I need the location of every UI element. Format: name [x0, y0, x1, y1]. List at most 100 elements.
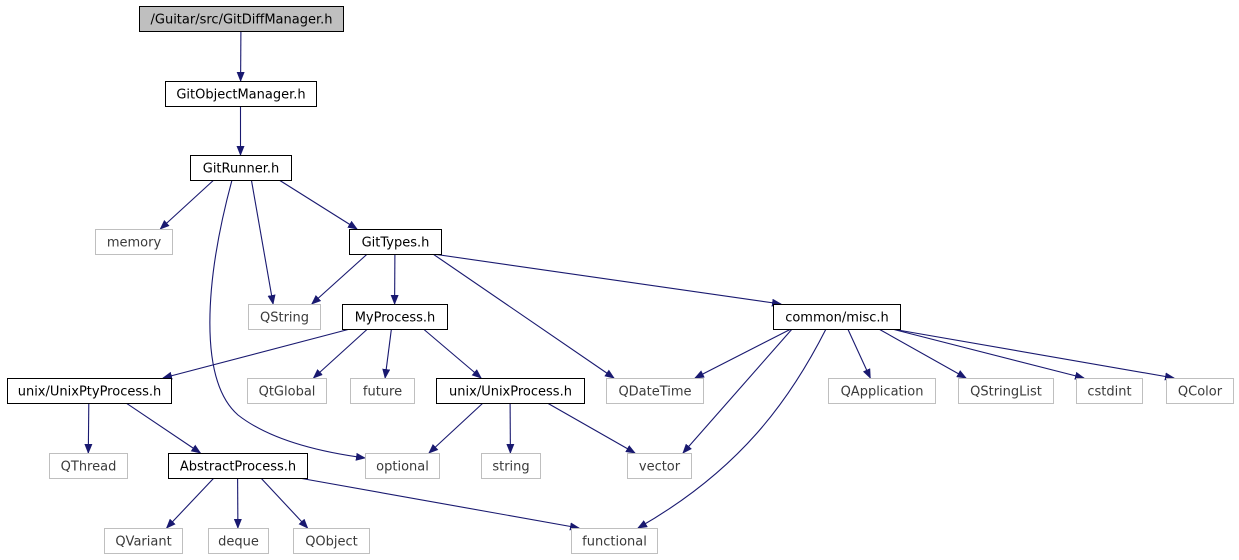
edge-UnixProcess-to-vector — [547, 402, 636, 454]
node-QDateTime: QDateTime — [606, 378, 704, 404]
node-label: GitTypes.h — [362, 236, 430, 251]
node-box — [248, 304, 321, 330]
node-label: memory — [107, 236, 162, 251]
node-label: cstdint — [1087, 385, 1131, 400]
node-label: AbstractProcess.h — [180, 460, 296, 475]
node-box — [104, 528, 183, 554]
edge-MyProcess-to-future — [382, 328, 392, 379]
node-label: QVariant — [115, 535, 171, 550]
node-label: QObject — [305, 535, 358, 550]
node-label: QColor — [1178, 385, 1223, 400]
node-label: MyProcess.h — [355, 311, 436, 326]
node-box — [627, 453, 692, 479]
edge-MyProcess-to-UnixPtyProcess — [162, 328, 351, 380]
edge-GitRunner-to-QString — [250, 179, 276, 305]
edge-commonmisc-to-QDateTime — [694, 328, 792, 379]
node-box — [208, 528, 269, 554]
node-box — [606, 378, 704, 404]
edge-commonmisc-to-vector — [682, 328, 793, 454]
node-QColor: QColor — [1166, 378, 1234, 404]
edge-commonmisc-to-cstdint — [891, 328, 1085, 380]
node-label: string — [492, 460, 529, 475]
edge-GitTypes-to-QString — [311, 253, 368, 305]
node-box — [342, 304, 448, 330]
node-box — [165, 81, 317, 107]
node-box — [571, 528, 658, 554]
edge-MyProcess-to-QtGlobal — [312, 328, 368, 379]
node-string: string — [481, 453, 541, 479]
edge-GitRunner-to-GitTypes — [278, 179, 358, 230]
edge-commonmisc-to-functional — [637, 328, 827, 529]
node-commonmisc[interactable]: common/misc.h — [773, 304, 901, 330]
node-AbstractProcess[interactable]: AbstractProcess.h — [168, 453, 308, 479]
edge-AbstractProcess-to-QObject — [260, 477, 309, 529]
node-label: /Guitar/src/GitDiffManager.h — [151, 13, 333, 28]
edge-GitTypes-to-QDateTime — [432, 253, 615, 379]
node-label: QString — [260, 311, 309, 326]
edge-AbstractProcess-to-functional — [298, 477, 580, 531]
node-label: unix/UnixPtyProcess.h — [18, 385, 162, 400]
node-label: GitObjectManager.h — [176, 88, 305, 103]
node-GitRunner[interactable]: GitRunner.h — [190, 155, 292, 181]
node-QObject: QObject — [293, 528, 370, 554]
edge-GitRunner-to-optional — [209, 179, 366, 461]
node-box — [293, 528, 370, 554]
node-box — [350, 378, 415, 404]
node-label: QApplication — [841, 385, 924, 400]
node-label: QtGlobal — [259, 385, 316, 400]
node-box — [247, 378, 327, 404]
node-label: common/misc.h — [785, 311, 889, 326]
edge-AbstractProcess-to-QVariant — [165, 477, 215, 529]
edge-MyProcess-to-UnixProcess — [423, 328, 482, 379]
node-UnixPtyProcess[interactable]: unix/UnixPtyProcess.h — [7, 378, 172, 404]
node-box — [1166, 378, 1234, 404]
edge-GitTypes-to-commonmisc — [432, 253, 782, 307]
node-box — [139, 6, 344, 32]
edge-commonmisc-to-QApplication — [847, 328, 871, 379]
node-label: functional — [582, 535, 647, 550]
node-QApplication: QApplication — [828, 378, 936, 404]
node-memory: memory — [95, 229, 173, 255]
node-box — [828, 378, 936, 404]
edge-GitRunner-to-memory — [159, 179, 215, 230]
node-box — [190, 155, 292, 181]
node-label: QDateTime — [618, 385, 691, 400]
node-QtGlobal: QtGlobal — [247, 378, 327, 404]
node-UnixProcess[interactable]: unix/UnixProcess.h — [436, 378, 585, 404]
node-MyProcess[interactable]: MyProcess.h — [342, 304, 448, 330]
node-GitObjectManager[interactable]: GitObjectManager.h — [165, 81, 317, 107]
node-box — [7, 378, 172, 404]
node-vector: vector — [627, 453, 692, 479]
node-box — [958, 378, 1054, 404]
node-deque: deque — [208, 528, 269, 554]
node-label: QThread — [61, 460, 117, 475]
edge-UnixProcess-to-optional — [428, 402, 484, 454]
node-label: optional — [376, 460, 429, 475]
node-functional: functional — [571, 528, 658, 554]
node-box — [436, 378, 585, 404]
node-GitTypes[interactable]: GitTypes.h — [349, 229, 442, 255]
node-optional: optional — [365, 453, 440, 479]
node-box — [349, 229, 442, 255]
node-box — [49, 453, 128, 479]
node-future: future — [350, 378, 415, 404]
edge-UnixPtyProcess-to-AbstractProcess — [125, 402, 202, 454]
node-GitDiffManager[interactable]: /Guitar/src/GitDiffManager.h — [139, 6, 344, 32]
nodes-layer: /Guitar/src/GitDiffManager.hGitObjectMan… — [7, 6, 1234, 554]
node-cstdint: cstdint — [1076, 378, 1143, 404]
node-box — [773, 304, 901, 330]
node-box — [365, 453, 440, 479]
edge-commonmisc-to-QStringList — [878, 328, 967, 379]
node-QVariant: QVariant — [104, 528, 183, 554]
node-label: GitRunner.h — [203, 162, 279, 177]
edge-commonmisc-to-QColor — [891, 328, 1175, 381]
node-box — [95, 229, 173, 255]
node-box — [168, 453, 308, 479]
node-box — [1076, 378, 1143, 404]
node-label: unix/UnixProcess.h — [449, 385, 572, 400]
node-QThread: QThread — [49, 453, 128, 479]
node-QStringList: QStringList — [958, 378, 1054, 404]
edge-UnixPtyProcess-to-QThread — [84, 402, 93, 454]
node-QString: QString — [248, 304, 321, 330]
